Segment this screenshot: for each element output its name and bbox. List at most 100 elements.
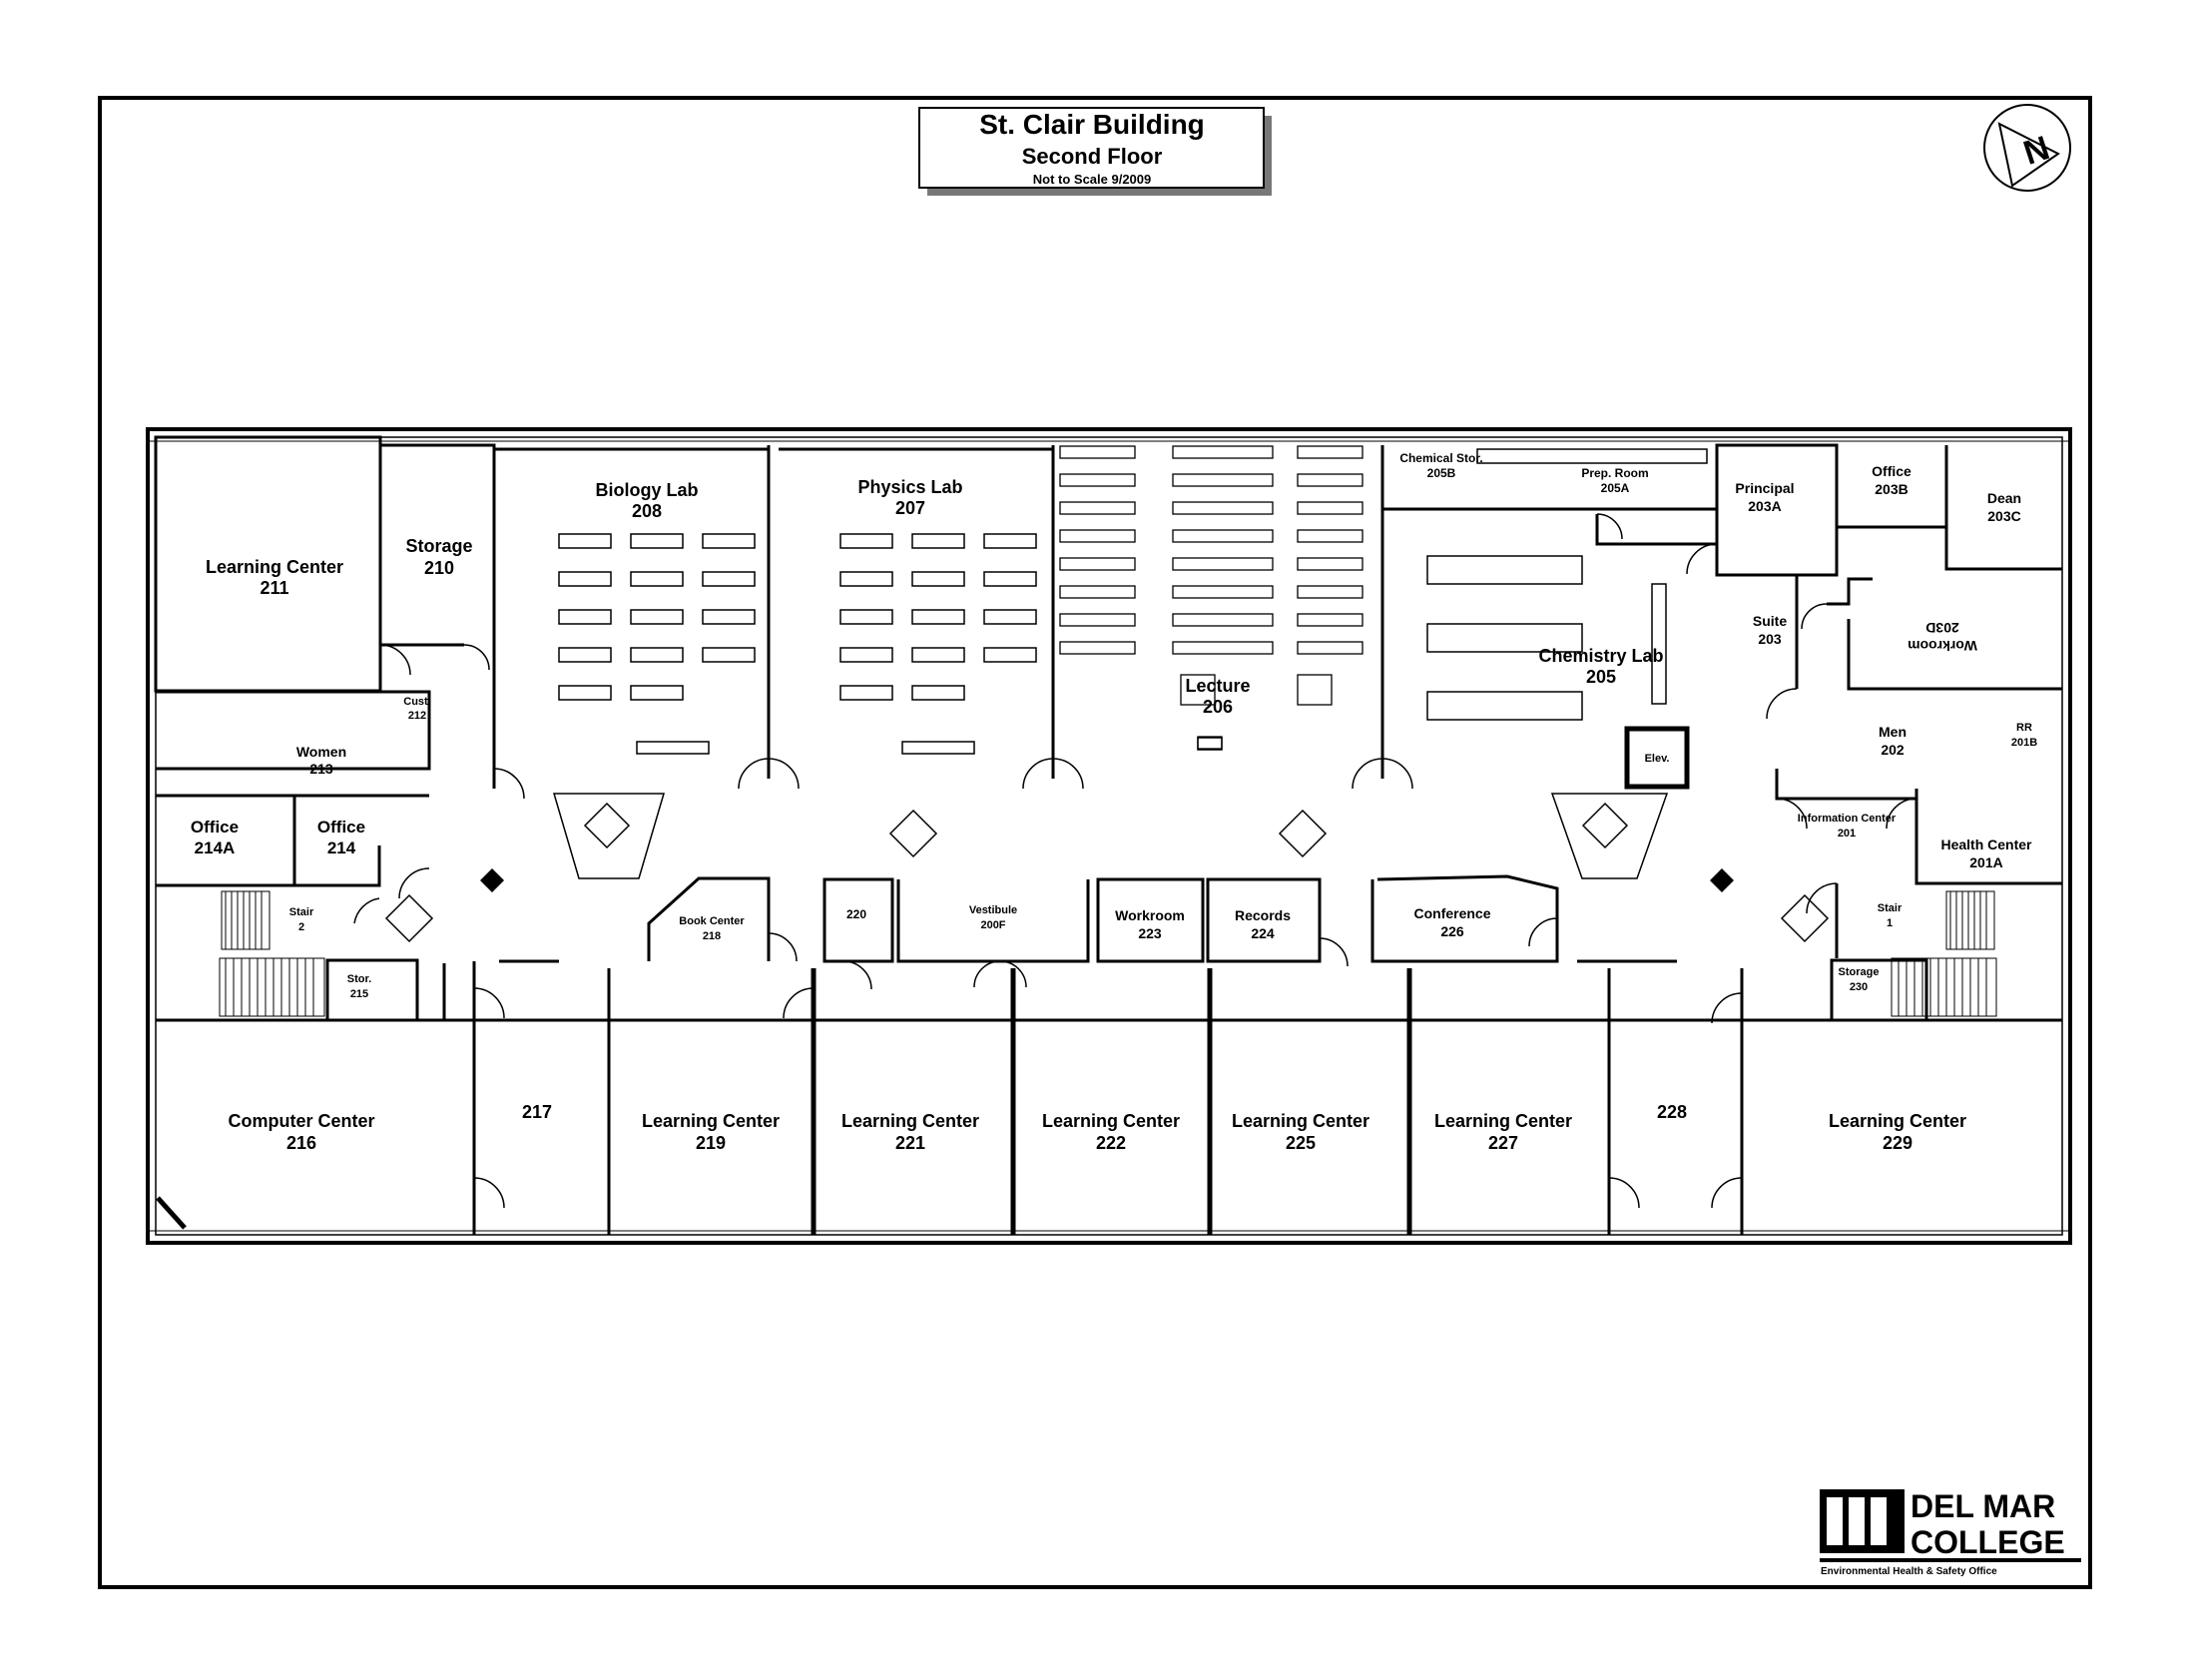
room-walls (154, 435, 2062, 1235)
stair-2-number: 2 (298, 921, 304, 933)
sheet-border (98, 96, 2092, 1589)
room-222-number: 222 (1096, 1133, 1126, 1153)
title-block: St. Clair Building Second Floor Not to S… (918, 107, 1272, 196)
room-206-number: 206 (1203, 697, 1233, 717)
room-226-name: Conference (1413, 905, 1490, 921)
room-203B-name: Office (1872, 463, 1912, 479)
room-226-number: 226 (1440, 923, 1464, 939)
room-207-name: Physics Lab (857, 477, 962, 497)
lab-benches (558, 448, 1708, 755)
room-219-number: 219 (696, 1133, 726, 1153)
room-201A-name: Health Center (1940, 837, 2032, 852)
room-215-number: 215 (350, 988, 368, 1000)
room-213-name: Women (296, 744, 346, 760)
room-210-number: 210 (424, 558, 454, 578)
skylight-left (552, 793, 666, 879)
stair-2-run-upper (221, 890, 271, 950)
corridor-markers (480, 868, 1734, 892)
room-215-name: Stor. (347, 973, 371, 985)
logo-office: Environmental Health & Safety Office (1821, 1566, 1997, 1577)
room-201B-name: RR (2016, 722, 2032, 734)
room-214-name: Office (317, 818, 365, 837)
north-arrow-icon: N (1983, 104, 2071, 192)
room-208-number: 208 (632, 501, 662, 521)
room-230-number: 230 (1850, 981, 1868, 993)
lecture-seating (1059, 445, 1364, 750)
room-202-name: Men (1879, 724, 1907, 740)
room-216-name: Computer Center (228, 1111, 374, 1131)
room-201-name: Information Center (1798, 813, 1897, 825)
room-220-number: 220 (846, 907, 866, 921)
stair-1-name: Stair (1878, 902, 1903, 914)
room-211-name: Learning Center (206, 557, 343, 577)
plan-subtitle: Second Floor (1022, 144, 1163, 169)
room-labels: Learning Center 211 Storage 210 Biology … (191, 451, 2037, 1153)
room-208-name: Biology Lab (596, 480, 699, 500)
room-207-number: 207 (895, 498, 925, 518)
room-203D-number: 203D (1925, 620, 1958, 636)
room-202-number: 202 (1881, 742, 1905, 758)
room-212-name: Cust. (403, 696, 431, 708)
room-203-name: Suite (1753, 613, 1787, 629)
room-218-name: Book Center (679, 915, 745, 927)
room-212-number: 212 (408, 710, 426, 722)
stair-1-number: 1 (1887, 917, 1893, 929)
room-205-number: 205 (1586, 667, 1616, 687)
stairs (219, 890, 1997, 1017)
plan-title: St. Clair Building (979, 109, 1205, 140)
room-223-number: 223 (1138, 925, 1162, 941)
seat-block-left (1059, 445, 1136, 655)
room-201A-number: 201A (1969, 854, 2002, 870)
room-205-name: Chemistry Lab (1538, 646, 1663, 666)
room-227-name: Learning Center (1434, 1111, 1572, 1131)
room-203B-number: 203B (1875, 481, 1908, 497)
stair-2-name: Stair (289, 906, 314, 918)
skylight-diamond-5 (583, 802, 631, 849)
room-203A-number: 203A (1748, 498, 1781, 514)
stair-1-run-lower (1891, 957, 1997, 1017)
room-225-name: Learning Center (1232, 1111, 1369, 1131)
room-218-number: 218 (703, 930, 721, 942)
room-203C-number: 203C (1987, 508, 2020, 524)
room-227-number: 227 (1488, 1133, 1518, 1153)
room-210-name: Storage (405, 536, 472, 556)
room-222-name: Learning Center (1042, 1111, 1180, 1131)
skylight-diamond-1 (888, 809, 938, 858)
room-205A-number: 205A (1601, 481, 1630, 495)
logo-line2: COLLEGE (1911, 1524, 2065, 1560)
skylight-diamond-3 (384, 893, 434, 943)
room-211-number: 211 (260, 578, 288, 598)
room-228-number: 228 (1657, 1102, 1687, 1122)
stair-1-run-upper (1945, 890, 1995, 950)
room-203A-name: Principal (1735, 480, 1794, 496)
room-200F-name: Vestibule (969, 904, 1017, 916)
room-230-name: Storage (1839, 966, 1880, 978)
room-203-number: 203 (1758, 631, 1782, 647)
room-201-number: 201 (1838, 828, 1856, 840)
plan-note: Not to Scale 9/2009 (1033, 172, 1152, 187)
skylight-right (1550, 793, 1669, 879)
room-200F-number: 200F (980, 919, 1005, 931)
room-216-number: 216 (286, 1133, 316, 1153)
skylight-diamond-6 (1581, 802, 1629, 849)
room-205A-name: Prep. Room (1581, 466, 1648, 480)
room-205B-name: Chemical Stor. (1399, 451, 1482, 465)
room-219-name: Learning Center (642, 1111, 780, 1131)
room-224-name: Records (1235, 907, 1291, 923)
room-229-name: Learning Center (1829, 1111, 1966, 1131)
del-mar-college-logo: DEL MAR COLLEGE Environmental Health & S… (1820, 1488, 2081, 1577)
room-214A-number: 214A (195, 839, 236, 857)
skylights (384, 793, 1830, 943)
skylight-diamond-4 (1780, 893, 1830, 943)
building-outline (146, 427, 2072, 1245)
room-223-name: Workroom (1115, 907, 1185, 923)
room-203D-name: Workroom (1908, 638, 1977, 654)
skylight-diamond-2 (1278, 809, 1328, 858)
logo-line1: DEL MAR (1911, 1488, 2055, 1524)
room-214-number: 214 (327, 839, 356, 857)
room-206-name: Lecture (1185, 676, 1250, 696)
room-217-number: 217 (522, 1102, 552, 1122)
room-201B-number: 201B (2011, 737, 2037, 749)
room-221-name: Learning Center (841, 1111, 979, 1131)
